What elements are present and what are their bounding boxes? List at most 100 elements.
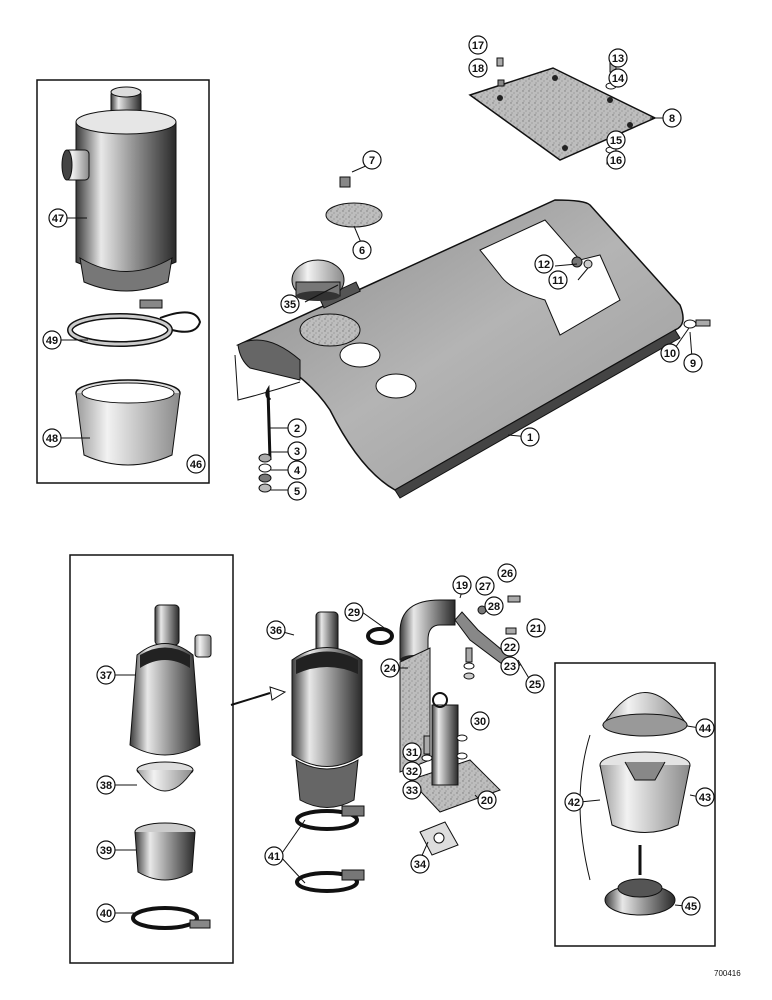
callout-circle bbox=[280, 294, 300, 314]
reference-code: 700416 bbox=[714, 969, 741, 978]
callout-label: 32 bbox=[406, 766, 418, 778]
callout-label: 27 bbox=[479, 581, 491, 593]
callout-19: 19 bbox=[452, 575, 472, 595]
callout-label: 9 bbox=[690, 358, 696, 370]
hose-clamps bbox=[295, 805, 365, 893]
precleaner-cap bbox=[602, 692, 688, 737]
callout-circle bbox=[500, 656, 520, 676]
callout-8: 8 bbox=[662, 108, 682, 128]
callout-label: 22 bbox=[504, 642, 516, 654]
callout-label: 4 bbox=[294, 465, 301, 477]
callout-circle bbox=[520, 427, 540, 447]
callout-30: 30 bbox=[470, 711, 490, 731]
callout-26: 26 bbox=[497, 563, 517, 583]
callout-44: 44 bbox=[695, 718, 715, 738]
callout-label: 40 bbox=[100, 908, 112, 920]
callout-circle bbox=[96, 665, 116, 685]
callout-label: 44 bbox=[699, 723, 712, 735]
callout-label: 28 bbox=[488, 601, 500, 613]
callout-28: 28 bbox=[484, 596, 504, 616]
hook-bolt-stack bbox=[258, 384, 272, 493]
callout-circle bbox=[564, 792, 584, 812]
callout-label: 16 bbox=[610, 155, 622, 167]
callout-circle bbox=[497, 563, 517, 583]
callout-4: 4 bbox=[287, 460, 307, 480]
precleaner-cone bbox=[599, 751, 691, 833]
callout-circle bbox=[477, 790, 497, 810]
callout-label: 1 bbox=[527, 432, 533, 444]
muffler-cap bbox=[291, 259, 345, 301]
callout-25: 25 bbox=[525, 674, 545, 694]
clamp-ring bbox=[366, 627, 394, 645]
callout-circle bbox=[681, 896, 701, 916]
callout-38: 38 bbox=[96, 775, 116, 795]
callout-label: 34 bbox=[414, 859, 427, 871]
callout-37: 37 bbox=[96, 665, 116, 685]
callout-1: 1 bbox=[520, 427, 540, 447]
callout-circle bbox=[468, 35, 488, 55]
mounting-bracket bbox=[399, 647, 501, 813]
callout-42: 42 bbox=[564, 792, 584, 812]
callout-32: 32 bbox=[402, 761, 422, 781]
callout-circle bbox=[608, 48, 628, 68]
callout-21: 21 bbox=[526, 618, 546, 638]
callout-23: 23 bbox=[500, 656, 520, 676]
callout-label: 2 bbox=[294, 423, 300, 435]
callout-circle bbox=[402, 761, 422, 781]
callout-label: 46 bbox=[190, 459, 202, 471]
air-cleaner-clamp bbox=[67, 299, 202, 347]
callout-label: 31 bbox=[406, 747, 418, 759]
callout-2: 2 bbox=[287, 418, 307, 438]
callout-label: 41 bbox=[268, 851, 280, 863]
callout-circle bbox=[548, 270, 568, 290]
callout-41: 41 bbox=[264, 846, 284, 866]
callout-label: 7 bbox=[369, 155, 375, 167]
callout-label: 25 bbox=[529, 679, 541, 691]
callout-label: 37 bbox=[100, 670, 112, 682]
callout-14: 14 bbox=[608, 68, 628, 88]
callout-27: 27 bbox=[475, 576, 495, 596]
callout-layer: 1234567891011121314151617181920212223242… bbox=[42, 35, 715, 923]
precleaner-bowl bbox=[136, 761, 194, 792]
callout-circle bbox=[452, 575, 472, 595]
callout-label: 42 bbox=[568, 797, 580, 809]
callout-label: 36 bbox=[270, 625, 282, 637]
callout-label: 24 bbox=[384, 663, 397, 675]
callout-circle bbox=[380, 658, 400, 678]
callout-label: 35 bbox=[284, 299, 296, 311]
callout-label: 38 bbox=[100, 780, 112, 792]
hood-panel bbox=[234, 199, 684, 499]
callout-47: 47 bbox=[48, 208, 68, 228]
callout-circle bbox=[606, 150, 626, 170]
callout-31: 31 bbox=[402, 742, 422, 762]
callout-circle bbox=[344, 602, 364, 622]
callout-circle bbox=[534, 254, 554, 274]
transfer-arrow bbox=[230, 686, 287, 706]
callout-circle bbox=[362, 150, 382, 170]
callout-circle bbox=[695, 787, 715, 807]
inset-box-air-cleaner bbox=[36, 79, 210, 484]
callout-label: 48 bbox=[46, 433, 58, 445]
callout-label: 30 bbox=[474, 716, 486, 728]
callout-12: 12 bbox=[534, 254, 554, 274]
callout-label: 21 bbox=[530, 623, 542, 635]
callout-circle bbox=[402, 780, 422, 800]
callout-34: 34 bbox=[410, 854, 430, 874]
callout-label: 15 bbox=[610, 135, 622, 147]
callout-circle bbox=[266, 620, 286, 640]
callout-40: 40 bbox=[96, 903, 116, 923]
callout-circle bbox=[42, 428, 62, 448]
callout-circle bbox=[660, 343, 680, 363]
callout-18: 18 bbox=[468, 58, 488, 78]
inset-box-precleaner-parts bbox=[554, 662, 716, 947]
callout-label: 13 bbox=[612, 53, 624, 65]
callout-label: 23 bbox=[504, 661, 516, 673]
callout-label: 43 bbox=[699, 792, 711, 804]
callout-36: 36 bbox=[266, 620, 286, 640]
callout-circle bbox=[500, 637, 520, 657]
callout-circle bbox=[287, 481, 307, 501]
callout-3: 3 bbox=[287, 441, 307, 461]
air-cleaner-body bbox=[61, 86, 177, 292]
precleaner-ring bbox=[134, 822, 196, 881]
